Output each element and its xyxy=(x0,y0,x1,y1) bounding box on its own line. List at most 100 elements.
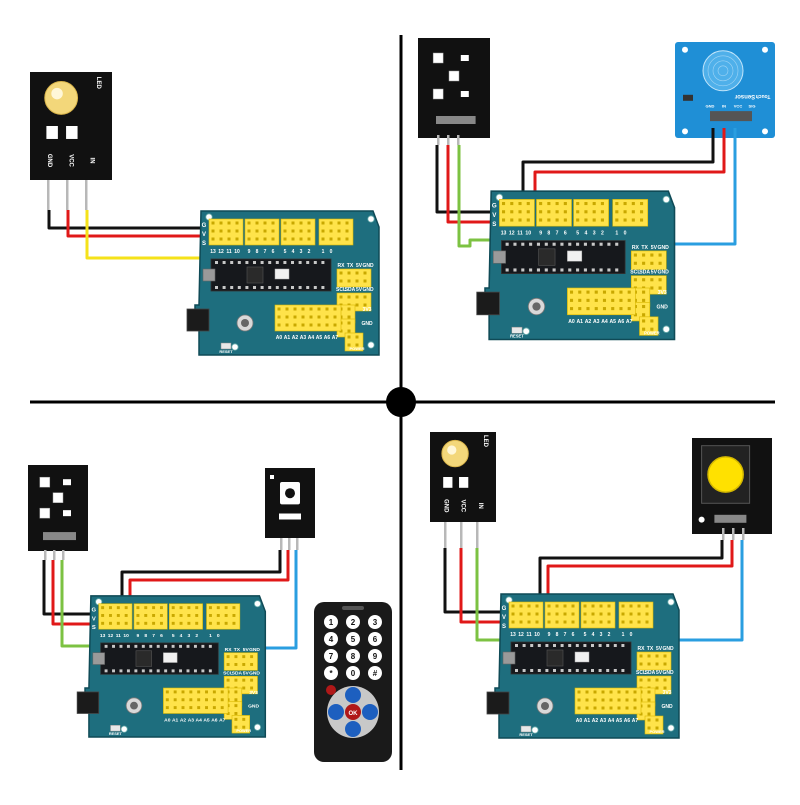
wire-red-vcc xyxy=(446,145,498,224)
nano-pin xyxy=(529,242,533,246)
pin-hole xyxy=(234,678,238,682)
nano-pin xyxy=(568,644,572,647)
nano-pin xyxy=(245,286,249,289)
pin-hole xyxy=(283,237,287,241)
pin-hole xyxy=(355,279,359,283)
led-pin-label: GND xyxy=(46,154,52,168)
pin-hole xyxy=(627,307,631,311)
pin-hole xyxy=(569,298,574,302)
pin-hole xyxy=(511,612,515,616)
nano-pin xyxy=(193,644,197,648)
rgb-led-module xyxy=(418,38,490,138)
pin-hole xyxy=(593,690,597,694)
pin-hole xyxy=(277,323,281,327)
pin-hole xyxy=(625,706,629,710)
analog-pin-label: A0 xyxy=(568,319,575,325)
pin-hole xyxy=(633,698,637,702)
digital-pin-label: 6 xyxy=(160,633,163,639)
pin-hole xyxy=(224,606,228,610)
analog-pin-label: A1 xyxy=(584,718,591,724)
i2c-pin-label: SDA xyxy=(639,270,650,276)
pin-hole xyxy=(563,210,567,214)
analog-pin-label: A6 xyxy=(324,335,331,341)
gvs-label: G xyxy=(202,223,207,229)
pin-hole xyxy=(555,201,559,206)
digital-pin-label: 5 xyxy=(172,633,175,639)
pin-hole xyxy=(211,237,215,241)
rgb-led-chip xyxy=(52,492,64,503)
remote-key-label: 2 xyxy=(351,618,356,627)
pin-hole xyxy=(271,221,275,225)
nano-pin xyxy=(164,644,168,648)
nano-pin xyxy=(591,669,594,672)
nano-pin xyxy=(615,268,619,272)
pin-hole xyxy=(321,229,325,233)
pin-hole xyxy=(329,229,333,233)
i2c-pin-label: SDA xyxy=(345,287,356,293)
pin-hole xyxy=(526,201,530,206)
nano-reset-button xyxy=(274,268,290,280)
nano-pin xyxy=(306,261,310,264)
digital-pin-label: 5 xyxy=(284,249,287,255)
remote-key xyxy=(324,615,338,629)
pin-hole xyxy=(655,678,659,682)
pin-hole xyxy=(339,295,343,299)
gnd-label: GND xyxy=(248,704,259,710)
pin-hole xyxy=(220,706,224,710)
digital-pin-label: 1 xyxy=(209,633,212,639)
arduino-nano xyxy=(501,240,626,274)
analog-header xyxy=(567,287,636,316)
nano-pin xyxy=(598,644,602,647)
pin-hole xyxy=(591,612,595,616)
pin-hole xyxy=(291,221,295,225)
pin-hole xyxy=(642,327,646,331)
led-highlight xyxy=(51,87,63,100)
pin-hole xyxy=(333,315,337,319)
gnd-label: GND xyxy=(361,321,373,327)
pin-hole xyxy=(527,604,531,608)
pin-hole xyxy=(609,698,613,702)
pin-hole xyxy=(547,218,551,222)
pin-hole xyxy=(511,620,515,624)
pin-hole xyxy=(355,335,359,339)
module-pin-leg xyxy=(85,180,88,210)
pin-hole xyxy=(189,698,193,702)
rgb-led-chip xyxy=(432,52,444,64)
digital-pin-label: 4 xyxy=(585,230,588,236)
arduino-nano xyxy=(210,258,332,292)
nano-pin xyxy=(149,669,153,673)
digital-pin-label: 11 xyxy=(116,633,121,639)
gvs-label: G xyxy=(502,606,507,612)
pin-hole xyxy=(179,621,183,625)
smd-resistor xyxy=(46,126,58,139)
pin-hole xyxy=(633,690,637,694)
pin-hole xyxy=(197,698,201,702)
analog-pin-label: A6 xyxy=(624,718,631,724)
nano-pin xyxy=(104,669,108,673)
pin-hole xyxy=(535,612,539,616)
pin-hole xyxy=(623,201,627,206)
pin-hole xyxy=(637,612,641,616)
nano-reset-button xyxy=(567,250,583,262)
gvs-label: G xyxy=(92,608,97,614)
nano-pin xyxy=(552,268,556,272)
smd-component xyxy=(279,513,301,520)
power-jack xyxy=(486,691,510,715)
digital-pin-label: 8 xyxy=(144,633,147,639)
digital-pin-label: 9 xyxy=(248,249,251,255)
touch-ring xyxy=(717,65,729,77)
power-label: POWER xyxy=(236,728,251,733)
digital-pin-label: 8 xyxy=(556,632,559,638)
nano-pin xyxy=(583,242,587,246)
pin-hole xyxy=(663,678,667,682)
pin-hole xyxy=(220,690,224,694)
pin-hole xyxy=(583,604,587,608)
pin-hole xyxy=(234,690,238,694)
pin-hole xyxy=(592,210,596,214)
wire-black-gnd xyxy=(42,560,108,616)
nano-pin xyxy=(505,268,509,272)
pin-hole xyxy=(345,221,349,225)
pin-hole xyxy=(555,604,559,608)
pin-hole xyxy=(355,303,359,307)
remote-key xyxy=(346,632,360,646)
